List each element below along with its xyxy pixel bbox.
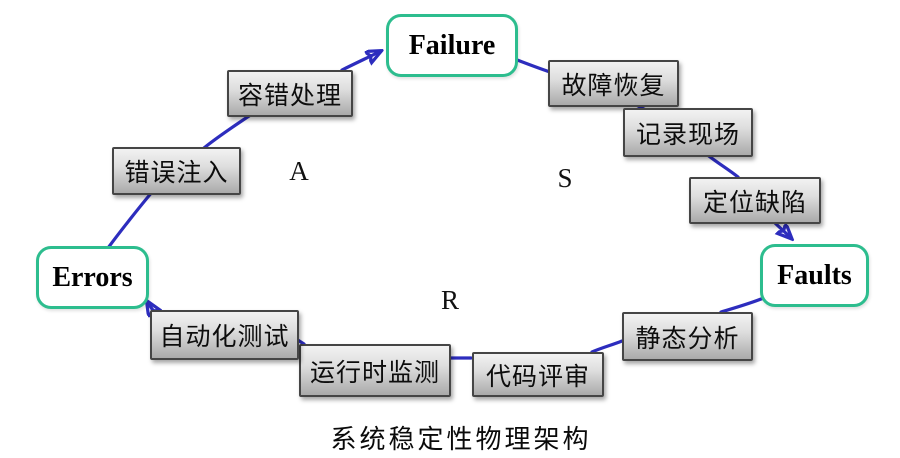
step-fault-tolerance: 容错处理 bbox=[227, 70, 353, 117]
step-record-scene-label: 记录现场 bbox=[635, 121, 740, 149]
step-error-injection-label: 错误注入 bbox=[124, 160, 229, 187]
phase-letter-r: R bbox=[440, 285, 459, 315]
step-automated-testing: 自动化测试 bbox=[150, 310, 299, 360]
step-automated-testing-label: 自动化测试 bbox=[159, 324, 290, 351]
node-errors: Errors bbox=[36, 246, 149, 309]
diagram-title: 系统稳定性物理架构 bbox=[330, 425, 592, 454]
step-fault-tolerance-label: 容错处理 bbox=[237, 82, 342, 110]
node-failure: Failure bbox=[386, 14, 518, 77]
step-failure-recovery: 故障恢复 bbox=[548, 60, 679, 107]
phase-letter-a: A bbox=[289, 156, 309, 186]
node-faults: Faults bbox=[760, 244, 869, 307]
step-failure-recovery-label: 故障恢复 bbox=[561, 72, 666, 100]
node-errors-label: Errors bbox=[52, 261, 133, 293]
step-code-review-label: 代码评审 bbox=[485, 363, 590, 391]
step-code-review: 代码评审 bbox=[472, 352, 604, 397]
step-locate-defect: 定位缺陷 bbox=[689, 177, 821, 224]
step-static-analysis: 静态分析 bbox=[622, 312, 753, 361]
phase-letter-s: S bbox=[557, 163, 573, 193]
step-static-analysis-label: 静态分析 bbox=[635, 325, 740, 353]
step-runtime-monitoring-label: 运行时监测 bbox=[309, 359, 440, 387]
node-failure-label: Failure bbox=[408, 29, 496, 61]
step-locate-defect-label: 定位缺陷 bbox=[702, 189, 807, 217]
step-runtime-monitoring: 运行时监测 bbox=[299, 344, 451, 397]
step-record-scene: 记录现场 bbox=[623, 108, 753, 157]
step-error-injection: 错误注入 bbox=[112, 147, 241, 195]
node-faults-label: Faults bbox=[777, 259, 852, 291]
